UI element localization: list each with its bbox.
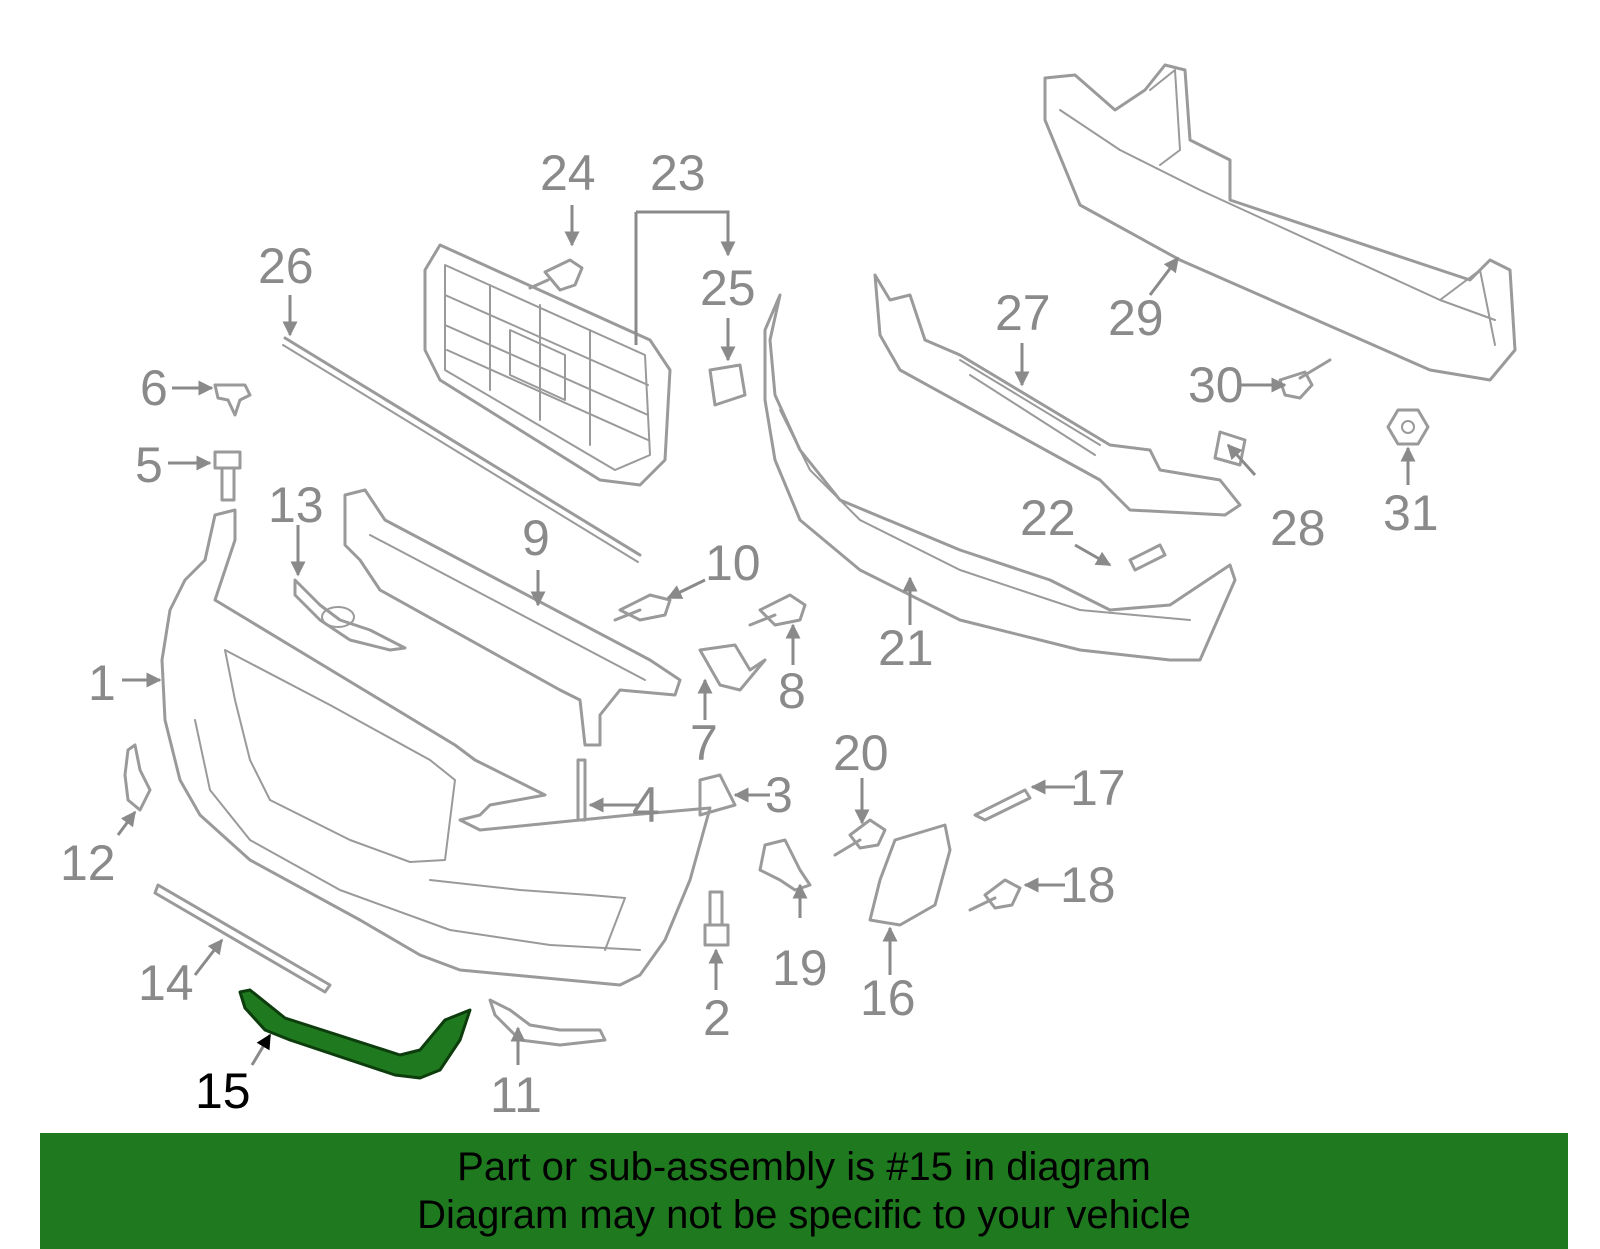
callout-2: 2	[703, 990, 731, 1046]
callout-28: 28	[1270, 500, 1326, 556]
part-29-reinforcement-beam	[1043, 63, 1517, 382]
banner-line-2: Diagram may not be specific to your vehi…	[417, 1193, 1191, 1237]
callout-30: 30	[1188, 357, 1244, 413]
banner-line-1: Part or sub-assembly is #15 in diagram	[457, 1145, 1151, 1189]
leader-lines	[116, 205, 1416, 1066]
part-8-bolt	[748, 593, 807, 627]
callout-5: 5	[135, 437, 163, 493]
part-27-absorber	[873, 273, 1242, 517]
callout-31: 31	[1383, 485, 1439, 541]
part-18-bolt	[968, 878, 1022, 912]
callout-labels: 1 2 3 4 5 6 7 8 9 10 11 12 13 14 15 16 1…	[60, 145, 1439, 1123]
callout-17: 17	[1070, 760, 1126, 816]
part-22-pin	[1128, 543, 1167, 572]
callout-25: 25	[700, 260, 756, 316]
part-15-lower-garnish	[238, 988, 472, 1080]
part-14-lower-strip	[153, 883, 332, 994]
callout-14: 14	[138, 955, 194, 1011]
part-11-bracket	[488, 998, 607, 1047]
callout-12: 12	[60, 835, 116, 891]
info-banner: Part or sub-assembly is #15 in diagram D…	[40, 1133, 1568, 1249]
callout-8: 8	[778, 663, 806, 719]
callout-4: 4	[632, 777, 660, 833]
part-2-bolt	[703, 890, 730, 947]
part-10-bolt	[613, 593, 672, 622]
callout-27: 27	[995, 285, 1051, 341]
part-5-bolt	[213, 450, 242, 502]
part-4-stud	[576, 758, 587, 822]
callout-6: 6	[140, 360, 168, 416]
callout-11: 11	[490, 1067, 542, 1123]
callout-10: 10	[705, 535, 761, 591]
callout-9: 9	[522, 510, 550, 566]
part-28-tag	[1213, 430, 1247, 467]
part-30-bolt	[1278, 358, 1332, 400]
callout-23: 23	[650, 145, 706, 201]
callout-21: 21	[878, 620, 934, 676]
part-12-fog-cover	[123, 743, 152, 812]
part-25-clip	[708, 363, 747, 407]
part-26-molding-strip	[282, 336, 642, 563]
callout-7: 7	[690, 715, 718, 771]
callout-13: 13	[268, 477, 324, 533]
callout-1: 1	[88, 655, 116, 711]
callout-20: 20	[833, 725, 889, 781]
part-16-bracket	[868, 823, 952, 927]
callout-15: 15	[195, 1063, 251, 1119]
callout-19: 19	[772, 940, 828, 996]
part-17-pin	[973, 788, 1032, 822]
part-3-clip	[698, 773, 737, 817]
callout-18: 18	[1060, 857, 1116, 913]
part-9-upper-bracket	[343, 488, 682, 747]
callout-16: 16	[860, 970, 916, 1026]
part-21-lower-bracket	[763, 293, 1237, 662]
part-20-bolt	[833, 818, 887, 857]
callout-24: 24	[540, 145, 596, 201]
part-13-emblem	[293, 578, 407, 652]
callout-29: 29	[1108, 290, 1164, 346]
part-7-bracket	[698, 643, 767, 692]
callout-22: 22	[1020, 490, 1076, 546]
part-1-bumper-cover	[160, 508, 712, 987]
part-6-clip	[213, 383, 252, 417]
part-19-bracket	[758, 838, 812, 892]
part-24-bolt	[528, 258, 584, 292]
callout-3: 3	[765, 767, 793, 823]
part-23-grille	[423, 243, 672, 487]
part-31-nut	[1386, 408, 1430, 446]
callout-26: 26	[258, 238, 314, 294]
